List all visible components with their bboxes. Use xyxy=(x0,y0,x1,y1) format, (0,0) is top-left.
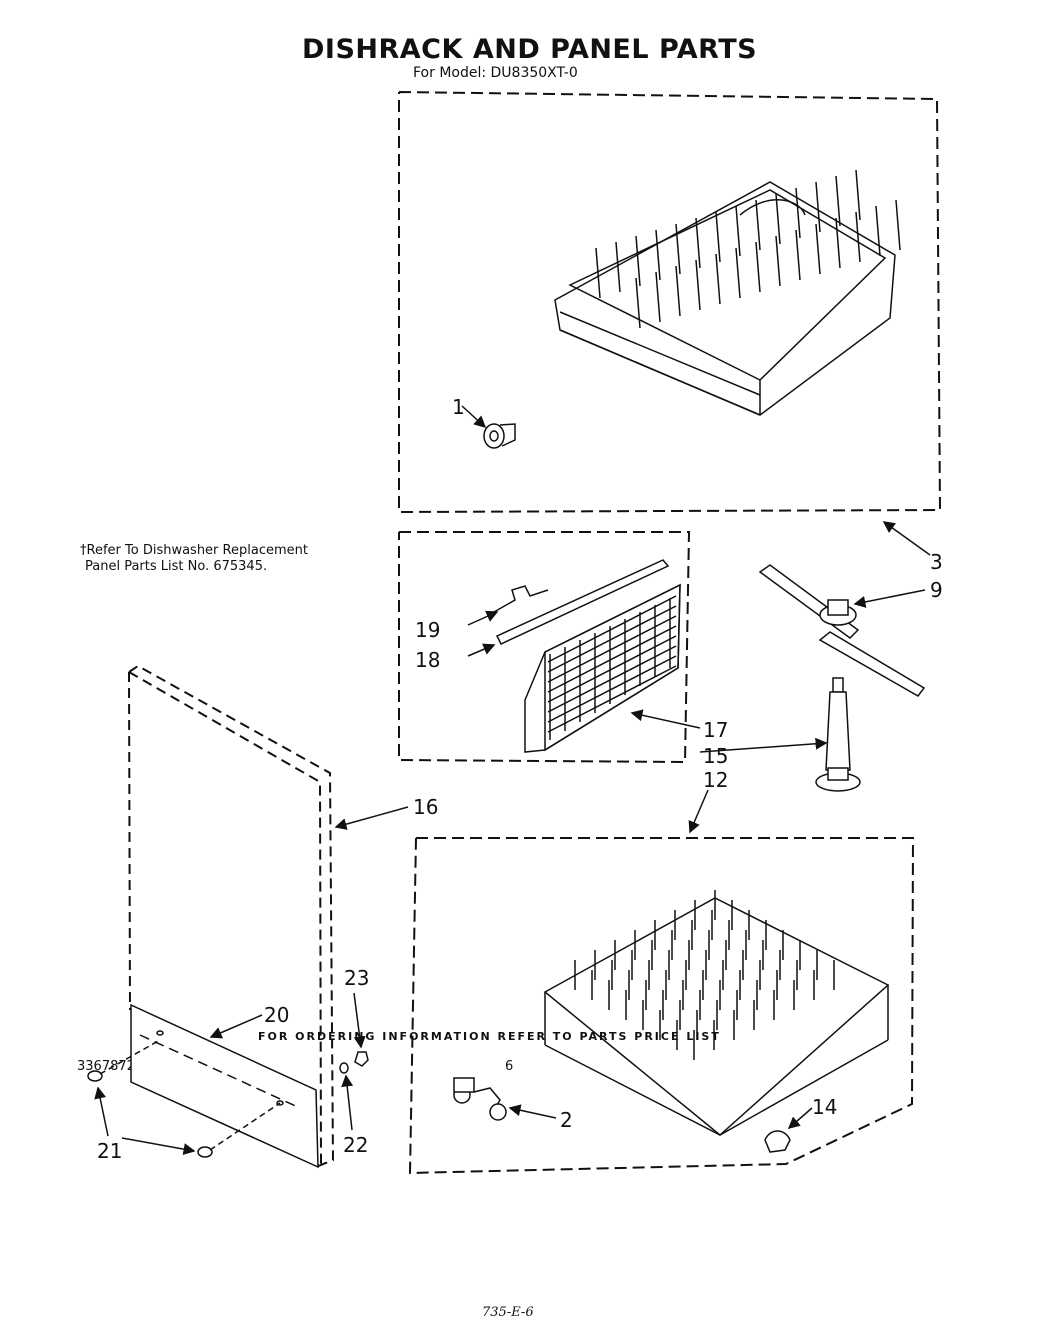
callout-2: 2 xyxy=(560,1108,573,1132)
callout-20: 20 xyxy=(264,1003,290,1027)
leader-23 xyxy=(353,992,366,1049)
leader-18 xyxy=(467,643,496,657)
page-title: DISHRACK AND PANEL PARTS xyxy=(302,34,758,65)
basket-handle-bar-icon xyxy=(495,559,670,645)
leader-16 xyxy=(334,806,409,830)
basket-box xyxy=(398,531,691,764)
leader-9 xyxy=(853,589,926,608)
leader-17 xyxy=(630,709,701,729)
callout-21: 21 xyxy=(97,1139,123,1163)
spray-tube-icon xyxy=(815,677,861,792)
callout-19: 19 xyxy=(415,618,441,642)
leader-14 xyxy=(787,1107,813,1129)
callout-23: 23 xyxy=(344,966,370,990)
silverware-basket-icon xyxy=(524,583,681,753)
lower-rack-icon xyxy=(543,890,890,1136)
callout-12: 12 xyxy=(703,768,729,792)
replacement-panel-note: †Refer To Dishwasher Replacement Panel P… xyxy=(80,543,308,575)
leader-1 xyxy=(461,405,487,429)
lower-rack-box xyxy=(408,837,915,1175)
leader-21b xyxy=(121,1137,196,1156)
upper-rack-icon xyxy=(554,169,901,416)
leader-20 xyxy=(209,1014,263,1039)
callout-16: 16 xyxy=(413,795,439,819)
callout-14: 14 xyxy=(812,1095,838,1119)
model-line: For Model: DU8350XT-0 xyxy=(413,65,578,81)
leader-22 xyxy=(341,1074,354,1131)
roller-wheel-icon xyxy=(483,423,516,449)
leader-3 xyxy=(882,521,931,556)
callout-3: 3 xyxy=(930,550,943,574)
callout-9: 9 xyxy=(930,578,943,602)
leader-21a xyxy=(94,1086,109,1137)
callout-17: 17 xyxy=(703,718,729,742)
door-panel-icon xyxy=(128,664,335,1168)
callout-18: 18 xyxy=(415,648,441,672)
page-number: 6 xyxy=(505,1059,514,1074)
clip-icon xyxy=(493,585,549,613)
handwritten-note: 735-E-6 xyxy=(482,1305,534,1320)
callout-1: 1 xyxy=(452,395,465,419)
upper-rack-group xyxy=(398,91,942,514)
note-line-1: †Refer To Dishwasher Replacement xyxy=(80,543,308,558)
callout-22: 22 xyxy=(343,1133,369,1157)
leader-19 xyxy=(467,610,499,626)
leader-2 xyxy=(508,1104,557,1119)
spray-arm-icon xyxy=(758,564,926,697)
note-line-2: Panel Parts List No. 675345. xyxy=(85,559,268,574)
washer-nut-icon xyxy=(339,1051,369,1074)
tine-cap-icon xyxy=(764,1130,791,1153)
trim-strip-icon xyxy=(130,1003,319,1169)
rack-roller-clip-icon xyxy=(453,1077,507,1121)
leader-15 xyxy=(699,737,828,753)
leader-12 xyxy=(688,789,709,834)
screw-icon xyxy=(87,1039,281,1158)
